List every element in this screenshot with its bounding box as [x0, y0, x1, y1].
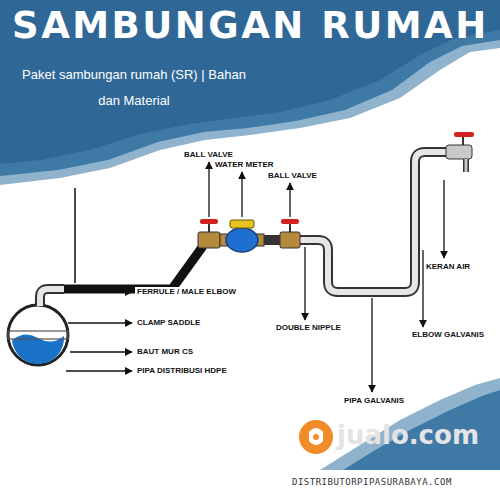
hdpe-pipe — [8, 305, 68, 365]
ball-valve — [200, 219, 218, 224]
jualo-logo — [309, 428, 323, 445]
leader-arrows — [208, 162, 209, 217]
ball-valve — [198, 219, 220, 248]
guide-line — [74, 188, 76, 283]
water-meter — [226, 228, 258, 252]
part-label: FERRULE / MALE ELBOW — [135, 287, 238, 297]
watermark-url: DISTRIBUTORPIPASURABAYA.COM — [292, 477, 452, 487]
part-label: KERAN AIR — [424, 262, 472, 272]
leader-arrows — [66, 291, 132, 292]
water-tap — [446, 145, 472, 159]
ball-valve — [280, 232, 300, 248]
part-label: WATER METER — [213, 160, 276, 170]
part-label: PIPA GALVANIS — [342, 396, 406, 406]
water-tap — [446, 132, 474, 172]
ball-valve — [208, 223, 210, 232]
ball-valve — [289, 223, 291, 232]
water-meter — [230, 220, 254, 228]
leader-arrows — [304, 247, 305, 320]
leader-arrows — [68, 322, 132, 323]
part-label: DOUBLE NIPPLE — [274, 323, 343, 333]
part-label: BALL VALVE — [182, 150, 235, 160]
leader-arrows — [289, 183, 290, 217]
water-meter — [220, 220, 264, 252]
top-band — [0, 0, 500, 185]
page-title: SAMBUNGAN RUMAH — [12, 4, 489, 47]
bottom-band — [280, 470, 500, 500]
ferrule-pipe — [40, 289, 64, 306]
water-tap — [454, 132, 474, 137]
top-band — [0, 0, 500, 164]
leader-arrows — [66, 370, 132, 371]
hdpe-pipe — [8, 331, 68, 339]
leader-arrows — [371, 298, 372, 392]
galvanized-pipe — [222, 152, 448, 292]
jualo-logo — [299, 420, 333, 454]
ball-valve — [198, 232, 220, 248]
bottom-band — [280, 378, 500, 500]
leader-arrows — [66, 162, 444, 392]
leader-arrows — [70, 351, 132, 352]
ball-valve — [281, 219, 299, 224]
black-pipe — [64, 246, 203, 289]
ball-valve — [280, 219, 300, 248]
watermark-logo-text: jualo.com — [337, 420, 479, 450]
part-label: ELBOW GALVANIS — [410, 330, 486, 340]
ferrule-pipe — [40, 289, 64, 306]
part-label: PIPA DISTRIBUSI HDPE — [135, 366, 229, 376]
subtitle: Paket sambungan rumah (SR) | Bahan dan M… — [14, 62, 254, 114]
jualo-logo — [299, 420, 333, 454]
water-tap — [465, 159, 468, 172]
leader-arrows — [443, 180, 444, 258]
top-band — [0, 0, 500, 185]
leader-arrows — [241, 172, 242, 217]
water-tap — [462, 136, 464, 145]
bottom-band — [280, 378, 500, 500]
part-label: BAUT MUR CS — [135, 347, 195, 357]
part-label: CLAMP SADDLE — [135, 318, 202, 328]
jualo-logo — [313, 434, 319, 440]
water-tap — [463, 159, 469, 172]
part-label: BALL VALVE — [266, 171, 319, 181]
hdpe-pipe — [8, 305, 68, 365]
